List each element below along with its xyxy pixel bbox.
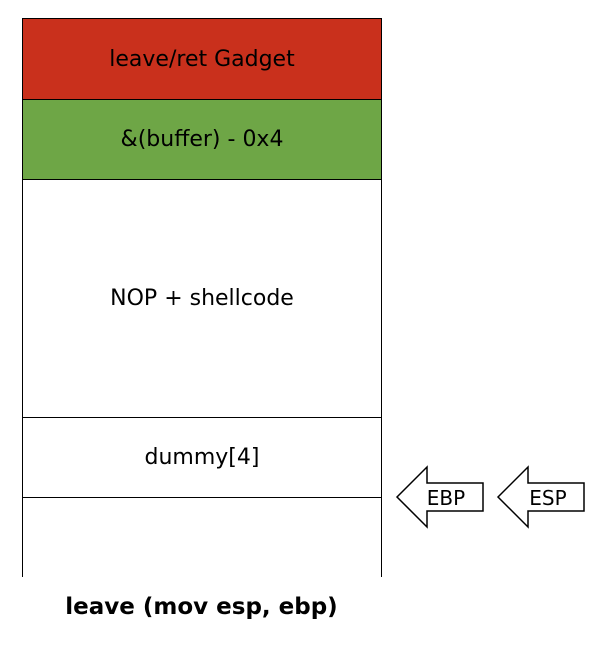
esp-arrow-icon xyxy=(496,465,585,529)
stack-cell-label: NOP + shellcode xyxy=(110,286,294,311)
stack-cell-label: leave/ret Gadget xyxy=(109,46,295,72)
stack-cell-nop-shellcode: NOP + shellcode xyxy=(23,179,381,417)
esp-pointer: ESP xyxy=(496,465,585,529)
esp-label: ESP xyxy=(529,486,566,510)
ebp-label: EBP xyxy=(427,486,465,510)
diagram-caption: leave (mov esp, ebp) xyxy=(65,594,338,620)
ebp-arrow-icon xyxy=(395,465,484,529)
stack-cell-label: dummy[4] xyxy=(144,445,260,470)
stack-cell-empty xyxy=(23,497,381,577)
stack-diagram: leave/ret Gadget &(buffer) - 0x4 NOP + s… xyxy=(22,18,382,577)
ebp-pointer: EBP xyxy=(395,465,484,529)
stack-cell-buffer-address: &(buffer) - 0x4 xyxy=(23,99,381,179)
stack-cell-label: &(buffer) - 0x4 xyxy=(120,127,284,152)
stack-cell-leave-ret-gadget: leave/ret Gadget xyxy=(23,19,381,99)
stack-cell-dummy: dummy[4] xyxy=(23,417,381,497)
